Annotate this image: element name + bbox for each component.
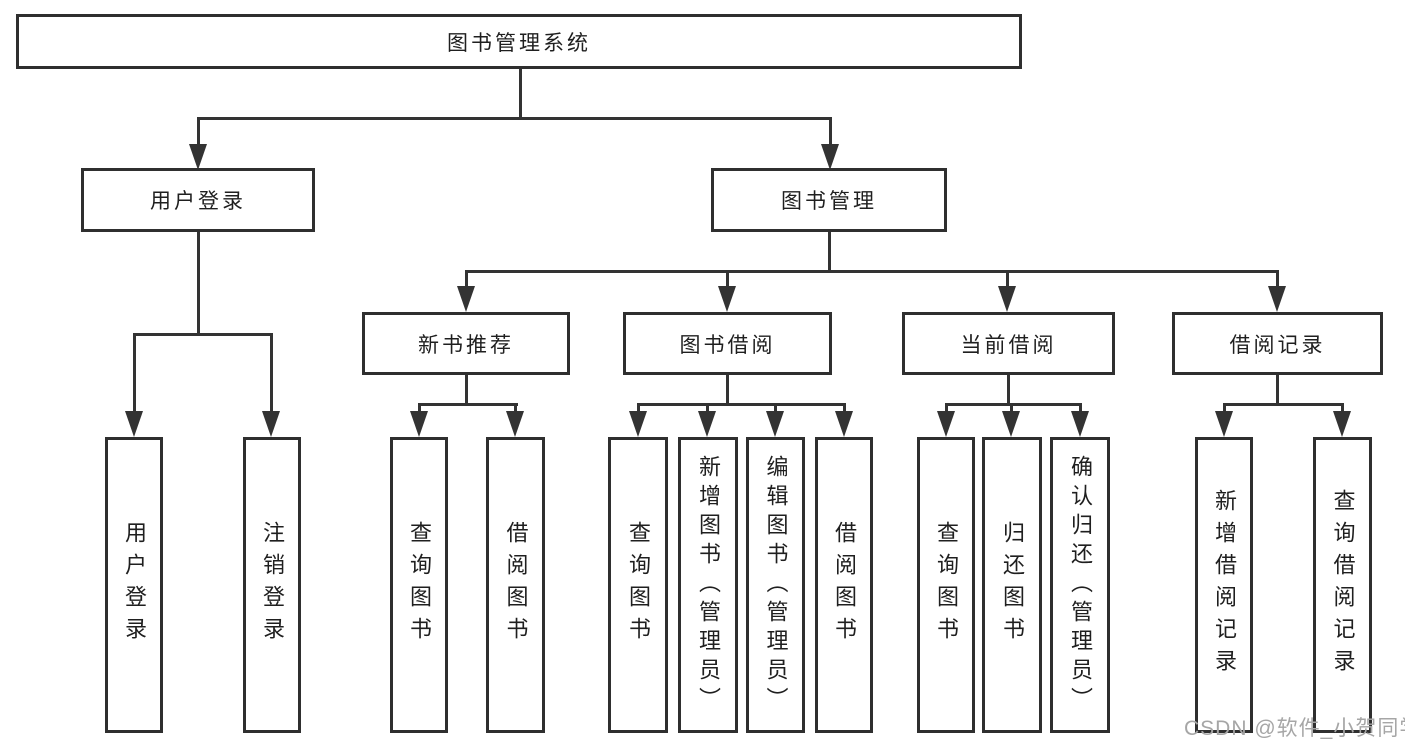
leaf-label: 用户登录 [122,521,147,649]
node-user-login: 用户登录 [81,168,315,232]
connector-line [1010,403,1013,415]
leaf-query-books-recommend: 查询图书 [390,437,448,733]
connector-line [1007,375,1010,406]
node-label: 用户登录 [150,190,246,213]
connector-line [1223,403,1226,415]
connector-line [519,69,522,119]
connector-line [197,117,200,147]
connector-line [1079,403,1082,415]
node-label: 图书管理系统 [447,31,591,55]
leaf-label: 编辑图书（管理员） [763,454,789,716]
arrowhead-down-icon [1268,286,1286,312]
connector-line [1276,270,1279,290]
arrowhead-down-icon [766,411,784,437]
leaf-label: 查询图书 [407,521,432,649]
leaf-label: 借阅图书 [503,521,529,649]
arrowhead-down-icon [457,286,475,312]
connector-line [197,117,832,120]
connector-line [465,270,1279,273]
leaf-query-books-borrowing: 查询图书 [608,437,668,733]
arrowhead-down-icon [125,411,143,437]
connector-line [418,403,421,415]
node-label: 图书借阅 [679,333,776,357]
csdn-watermark: CSDN @软件_小贺同学 [1184,717,1405,740]
leaf-edit-books-admin: 编辑图书（管理员） [746,437,805,733]
leaf-label: 新增图书（管理员） [696,454,721,716]
connector-line [637,403,846,406]
leaf-query-books-current: 查询图书 [917,437,975,733]
arrowhead-down-icon [835,411,853,437]
node-label: 当前借阅 [960,333,1057,357]
leaf-borrow-books: 借阅图书 [815,437,873,733]
leaf-label: 查询图书 [626,521,651,649]
arrowhead-down-icon [629,411,647,437]
leaf-label: 查询图书 [934,521,959,649]
connector-line [726,375,729,406]
arrowhead-down-icon [506,411,524,437]
leaf-borrow-books-recommend: 借阅图书 [486,437,545,733]
connector-line [270,333,273,415]
node-borrow-records: 借阅记录 [1172,312,1383,375]
arrowhead-down-icon [262,411,280,437]
leaf-logout: 注销登录 [243,437,301,733]
node-current-borrowing: 当前借阅 [902,312,1115,375]
leaf-add-books-admin: 新增图书（管理员） [678,437,738,733]
leaf-return-books: 归还图书 [982,437,1042,733]
connector-line [829,117,832,147]
connector-line [706,403,709,415]
arrowhead-down-icon [937,411,955,437]
node-label: 图书管理 [781,190,877,213]
connector-line [945,403,948,415]
node-label: 借阅记录 [1229,333,1326,357]
leaf-user-login: 用户登录 [105,437,163,733]
arrowhead-down-icon [1215,411,1233,437]
arrowhead-down-icon [189,144,207,170]
connector-line [197,232,200,336]
leaf-label: 新增借阅记录 [1212,489,1237,681]
connector-line [945,403,1082,406]
connector-line [1006,270,1009,290]
connector-line [133,333,273,336]
connector-line [465,270,468,290]
connector-line [637,403,640,415]
connector-line [1341,403,1344,415]
connector-line [726,270,729,290]
leaf-confirm-return-admin: 确认归还（管理员） [1050,437,1110,733]
node-book-management: 图书管理 [711,168,947,232]
arrowhead-down-icon [821,144,839,170]
arrowhead-down-icon [1071,411,1089,437]
connector-line [133,333,136,415]
connector-line [1276,375,1279,406]
arrowhead-down-icon [698,411,716,437]
leaf-label: 归还图书 [1000,521,1025,649]
connector-line [843,403,846,415]
arrowhead-down-icon [718,286,736,312]
connector-line [828,232,831,273]
leaf-label: 借阅图书 [832,521,857,649]
node-library-management-system: 图书管理系统 [16,14,1022,69]
arrowhead-down-icon [410,411,428,437]
connector-line [514,403,517,415]
leaf-label: 确认归还（管理员） [1068,454,1093,716]
arrowhead-down-icon [1002,411,1020,437]
connector-line [465,375,468,406]
leaf-label: 查询借阅记录 [1330,489,1356,681]
node-book-borrowing: 图书借阅 [623,312,832,375]
connector-line [1223,403,1343,406]
connector-line [774,403,777,415]
arrowhead-down-icon [998,286,1016,312]
node-new-book-recommendation: 新书推荐 [362,312,570,375]
leaf-add-borrow-record: 新增借阅记录 [1195,437,1253,733]
connector-line [418,403,518,406]
node-label: 新书推荐 [418,333,514,357]
arrowhead-down-icon [1333,411,1351,437]
leaf-query-borrow-record: 查询借阅记录 [1313,437,1372,733]
leaf-label: 注销登录 [260,521,285,649]
